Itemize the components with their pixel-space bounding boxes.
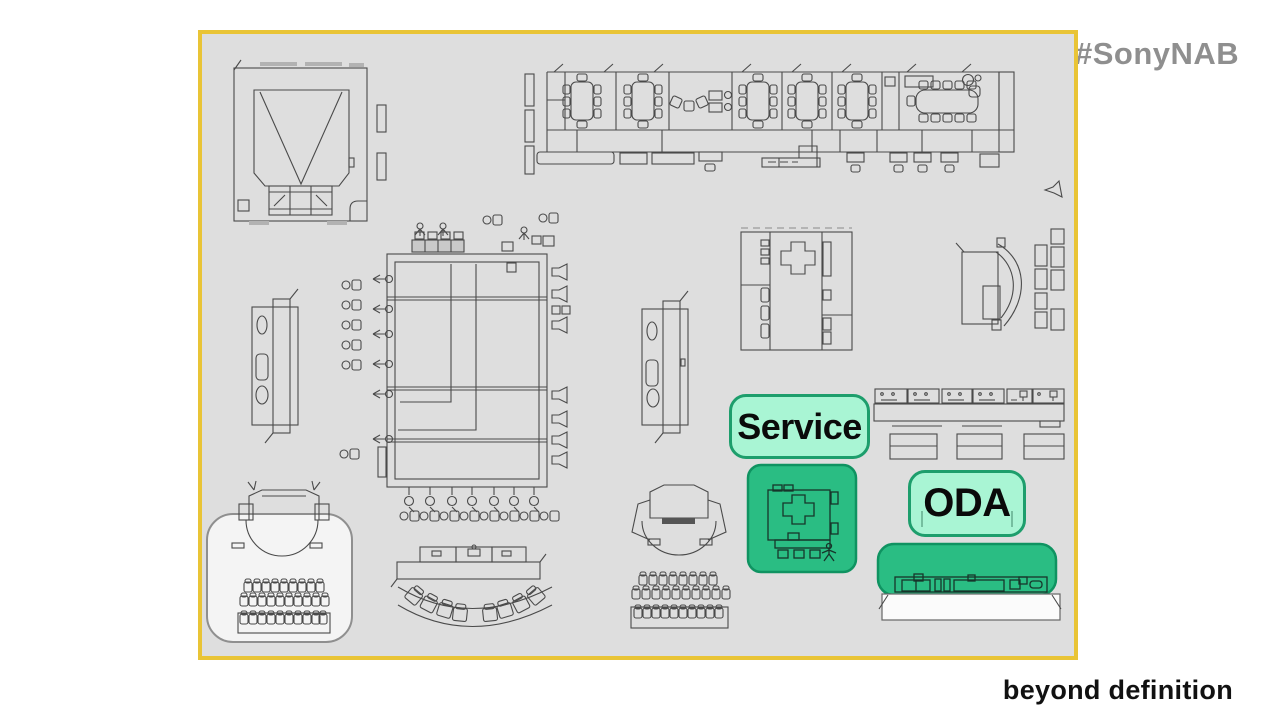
oda-label-text: ODA — [923, 481, 1011, 525]
wall-panel-center — [641, 290, 689, 444]
studio-set-block — [339, 212, 571, 522]
camera-crane-area — [955, 179, 1063, 331]
highlight-bar-emerald — [876, 542, 1062, 621]
wall-panel-left — [251, 288, 299, 444]
theater-room-top-left — [233, 59, 387, 222]
presenter-desk-and-chair-arc — [390, 544, 553, 627]
door-frame-tick — [1011, 511, 1013, 527]
wall-hatch-marks — [249, 62, 364, 225]
meeting-rooms-strip — [524, 63, 1015, 175]
floorplan-drawing — [206, 59, 1065, 643]
floorplan-panel: Service ODA — [198, 30, 1078, 660]
service-label-text: Service — [737, 405, 862, 447]
service-area-label: Service — [729, 394, 870, 459]
service-counter-row — [873, 388, 1065, 460]
brand-tagline: beyond definition — [1002, 675, 1233, 705]
cross-room — [740, 231, 853, 351]
door-frame-tick — [921, 511, 923, 527]
presentation-stage-center — [630, 484, 731, 629]
oda-area-label: ODA — [908, 470, 1026, 537]
event-hashtag: #SonyNAB — [1075, 36, 1240, 71]
demo-theater-bottom-left — [206, 480, 353, 643]
highlight-square-emerald — [746, 463, 858, 574]
display-columns — [1034, 228, 1065, 331]
